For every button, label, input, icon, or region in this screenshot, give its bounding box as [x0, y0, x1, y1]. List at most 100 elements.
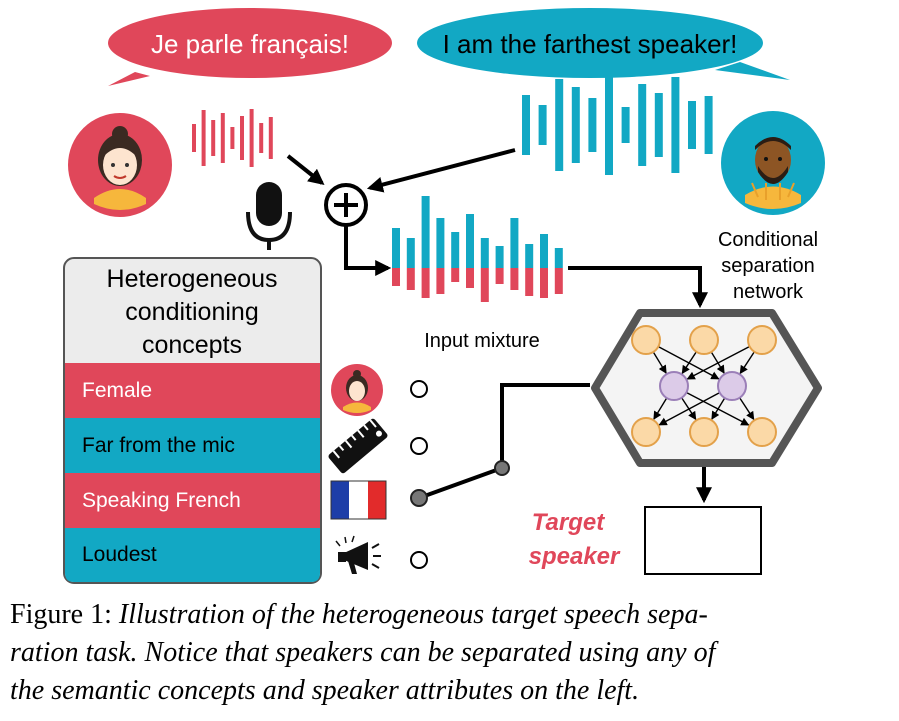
female-speaker-avatar — [68, 113, 172, 217]
waveform-female-bar — [220, 113, 225, 163]
concept-label-loudest: Loudest — [82, 543, 157, 566]
target-label-line1: Target — [532, 509, 605, 536]
target-label-line2: speaker — [529, 543, 621, 570]
mixture-bar-top — [554, 248, 563, 268]
mixture-bar-bottom — [436, 268, 445, 294]
separation-network — [591, 309, 822, 467]
target-output-box — [644, 506, 762, 575]
panel-title-line1: Heterogeneous — [107, 265, 278, 293]
waveform-female-bar — [211, 120, 216, 156]
waveform-male-bar — [588, 98, 597, 152]
radio-far[interactable] — [410, 437, 428, 455]
waveform-male-bar — [638, 84, 647, 166]
mixture-bar-top — [451, 232, 460, 268]
conditioning-panel: Heterogeneous conditioning concepts Fema… — [63, 257, 322, 584]
panel-title-line3: concepts — [142, 331, 242, 359]
diagram-canvas: Je parle français! I am the farthest spe… — [63, 8, 825, 584]
mixture-bar-bottom — [510, 268, 519, 290]
mixture-bar-bottom — [480, 268, 489, 302]
arrow-mixture-to-network — [568, 266, 708, 309]
concept-row-far[interactable] — [65, 418, 320, 473]
caption-line3: the semantic concepts and speaker attrib… — [10, 674, 890, 708]
mixture-bar-bottom — [466, 268, 474, 288]
mixture-bar-top — [392, 228, 400, 268]
network-node-purple — [659, 371, 689, 401]
mixture-bar-top — [480, 238, 489, 268]
speech-bubble-right-text: I am the farthest speaker! — [443, 29, 738, 59]
concept-label-far: Far from the mic — [82, 434, 235, 457]
mixture-bar-bottom — [525, 268, 534, 296]
waveform-male-bar — [571, 87, 580, 163]
mixture-bar-bottom — [540, 268, 548, 298]
radio-loudest[interactable] — [410, 551, 428, 569]
network-edge — [711, 397, 726, 420]
caption-text-line2: ration task. Notice that speakers can be… — [10, 637, 716, 668]
caption-line1: Figure 1: Illustration of the heterogene… — [10, 598, 890, 632]
mixture-bar-bottom — [554, 268, 563, 294]
waveform-male-bar — [605, 75, 613, 175]
ruler-icon — [328, 418, 388, 474]
radio-female[interactable] — [410, 380, 428, 398]
speech-bubble-right: I am the farthest speaker! — [417, 8, 790, 80]
concept-label-french: Speaking French — [82, 489, 241, 512]
mixture-bar-top — [406, 238, 415, 268]
network-label-line1: Conditional — [718, 229, 818, 251]
waveform-female-bar — [192, 124, 196, 152]
waveform-female-bar — [230, 127, 235, 149]
waveform-male-bar — [538, 105, 547, 145]
waveform-male-bar — [688, 101, 696, 149]
waveform-male-bar — [654, 93, 663, 157]
mixture-bar-top — [436, 218, 445, 268]
waveform-male — [522, 75, 713, 175]
network-node-orange — [689, 325, 719, 355]
network-edge — [681, 351, 697, 375]
network-node-orange — [631, 325, 661, 355]
waveform-female-bar — [249, 109, 254, 167]
caption-prefix: Figure 1: — [10, 599, 112, 630]
network-node-purple — [717, 371, 747, 401]
radio-french[interactable] — [410, 489, 428, 507]
mixture-bar-bottom — [392, 268, 400, 286]
speech-bubble-left: Je parle français! — [108, 8, 392, 86]
network-edge — [652, 351, 667, 374]
mixture-bar-top — [525, 244, 534, 268]
network-label-line3: network — [733, 281, 804, 303]
sum-operator-icon — [324, 183, 368, 227]
network-edge — [686, 345, 750, 380]
french-flag-icon — [330, 480, 387, 520]
mixture-bar-bottom — [421, 268, 430, 298]
network-edge — [739, 351, 755, 375]
waveform-male-bar — [555, 79, 564, 171]
mixture-bar-top — [510, 218, 519, 268]
concept-label-female: Female — [82, 379, 152, 402]
network-node-orange — [689, 417, 719, 447]
selector-pivot — [494, 460, 510, 476]
network-node-orange — [631, 417, 661, 447]
waveform-female-bar — [240, 116, 244, 160]
megaphone-icon — [335, 535, 381, 574]
waveform-female-bar — [259, 123, 264, 153]
caption-line2: ration task. Notice that speakers can be… — [10, 636, 890, 670]
network-node-orange — [747, 325, 777, 355]
concept-row-female[interactable] — [65, 363, 320, 418]
microphone-icon — [246, 182, 292, 250]
network-label-line2: separation — [721, 255, 814, 277]
waveform-female-bar — [201, 110, 206, 166]
mixture-bar-bottom — [495, 268, 504, 284]
network-edge — [653, 397, 668, 420]
network-node-orange — [747, 417, 777, 447]
waveform-input-mixture — [392, 196, 563, 302]
concept-row-loudest[interactable] — [65, 528, 320, 582]
concept-row-french[interactable] — [65, 473, 320, 528]
waveform-male-bar — [522, 95, 530, 155]
waveform-male-bar — [704, 96, 713, 154]
waveform-male-bar — [671, 77, 680, 173]
network-edge — [658, 391, 720, 426]
input-mixture-label: Input mixture — [424, 330, 540, 352]
speech-bubble-left-text: Je parle français! — [151, 29, 349, 59]
caption-text-line1: Illustration of the heterogeneous target… — [118, 599, 708, 630]
arrow-male-to-sum — [366, 148, 516, 193]
selector-line — [418, 383, 590, 500]
mixture-bar-top — [495, 246, 504, 268]
arrow-female-to-sum — [286, 154, 325, 185]
